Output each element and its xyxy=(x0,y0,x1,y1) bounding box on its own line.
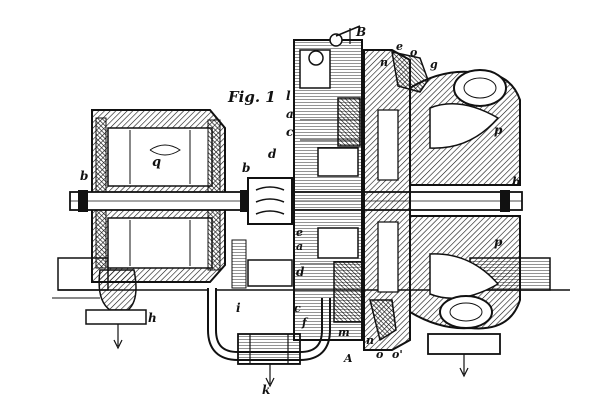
label-b-right: b xyxy=(512,175,520,189)
label-a-upper: a xyxy=(286,107,294,121)
label-p-lower: p xyxy=(494,235,503,249)
label-i: i xyxy=(236,301,241,315)
turbine-casing xyxy=(409,69,521,378)
label-g: g xyxy=(430,58,438,71)
label-b-left: b xyxy=(80,169,88,183)
label-f: f xyxy=(301,316,309,329)
label-A: A xyxy=(343,352,353,365)
label-e-mid: e xyxy=(296,226,303,239)
label-k: k xyxy=(262,383,270,397)
label-a-mid: a xyxy=(296,240,303,253)
left-foot xyxy=(85,269,147,350)
label-m: m xyxy=(338,326,350,339)
shaft-coupling xyxy=(231,177,293,289)
label-p-upper: p xyxy=(494,123,503,137)
label-o-low: o xyxy=(376,348,383,361)
label-e-top: e xyxy=(396,40,403,53)
label-d-lower: d xyxy=(296,265,305,279)
label-c-lower: c xyxy=(294,302,301,315)
label-o-prime: o' xyxy=(392,348,403,361)
regulator-column xyxy=(293,25,365,341)
label-h: h xyxy=(148,311,157,325)
label-n-low: n xyxy=(366,334,374,347)
label-o-top: o xyxy=(410,46,417,59)
label-l: l xyxy=(286,89,291,103)
reference-labels: Fig. 1 B e o n g l a c d q b b b p p e a… xyxy=(80,25,520,397)
label-d-upper: d xyxy=(268,147,277,161)
label-b-mid: b xyxy=(242,161,250,175)
label-n-top: n xyxy=(380,56,388,69)
label-B: B xyxy=(355,25,366,39)
label-q: q xyxy=(152,155,161,170)
figure-title: Fig. 1 xyxy=(227,88,276,106)
label-c-upper: c xyxy=(286,125,294,139)
